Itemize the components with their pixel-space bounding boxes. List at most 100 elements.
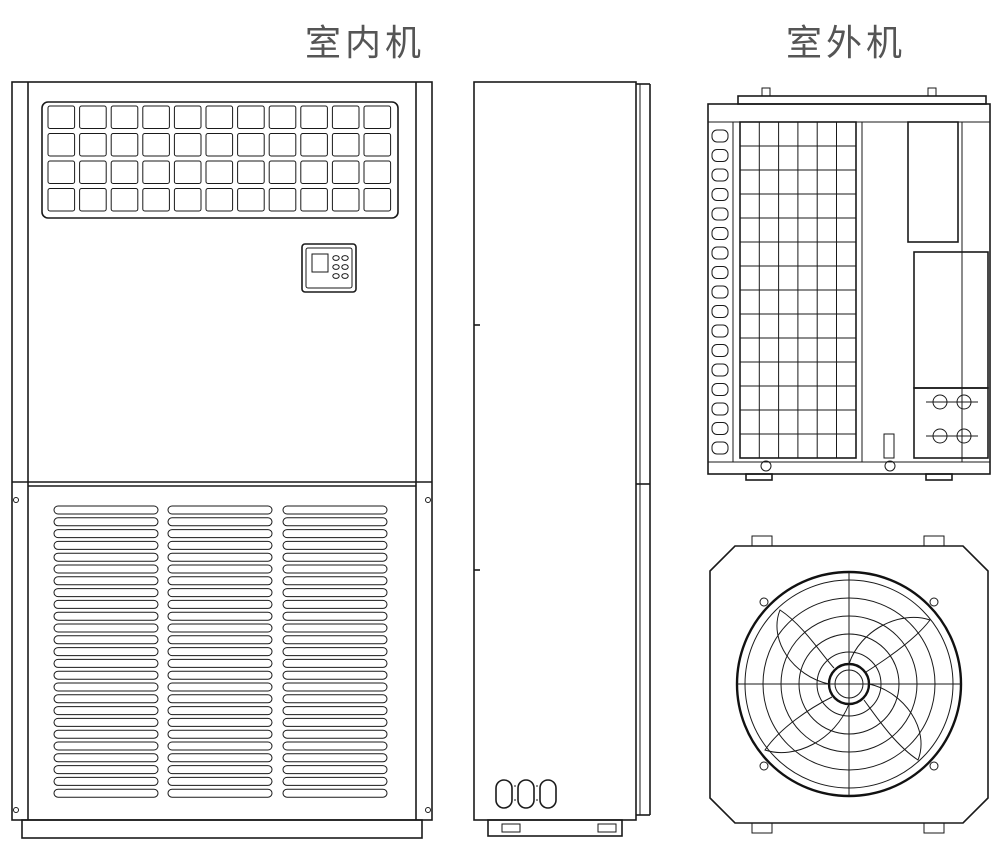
louver-slot [53,517,159,527]
fin-slot [711,383,729,396]
louver-slot [53,529,159,539]
grille-cell [300,133,328,157]
grille-cell [363,133,392,157]
louver-slot [53,623,159,633]
louver-slot [53,658,159,668]
fin-slot [711,363,729,377]
louver-slot [167,552,273,562]
fin-slot [711,344,729,357]
fin-slot [711,285,729,299]
louver-slot [53,788,159,798]
grille-cell [237,188,265,212]
control-panel [301,243,357,293]
louver-slot [167,729,273,739]
louver-slot [282,694,388,704]
louver-slot [167,694,273,704]
louver-slot [167,717,273,727]
louver-slot [53,599,159,609]
grille-cell [205,188,234,212]
louver-slot [53,729,159,739]
grille-cell [237,160,265,184]
louver-slot [167,647,273,657]
grille-cell [331,188,360,212]
indoor-air-inlet-louvers [53,505,388,798]
louver-slot [53,564,159,574]
grille-cell [300,188,328,212]
louver-slot [53,588,159,598]
louver-slot [167,635,273,645]
grille-cell [47,188,76,212]
louver-slot [167,753,273,763]
grille-cell [363,105,392,129]
grille-cell [47,105,76,129]
grille-cell [173,105,202,129]
grille-cell [268,160,297,184]
fin-slot [711,129,729,143]
louver-slot [282,529,388,539]
fin-slot [711,246,729,260]
fin-slot [711,227,729,240]
grille-cell [363,160,392,184]
louver-slot [167,682,273,692]
louver-slot [282,552,388,562]
louver-slot [167,505,273,515]
louver-slot [282,611,388,621]
grille-cell [237,133,265,157]
louver-slot [282,505,388,515]
louver-slot [167,611,273,621]
louver-slot [282,540,388,550]
louver-slot [167,623,273,633]
louver-slot [167,706,273,716]
fin-slot [711,149,729,162]
louver-slot [282,658,388,668]
louver-slot [282,765,388,775]
louver-slot [167,776,273,786]
outdoor-unit-front-view [707,87,991,481]
grille-cell [268,133,297,157]
louver-slot [282,670,388,680]
louver-slot [53,635,159,645]
louver-slot [167,564,273,574]
grille-cell [79,188,107,212]
louver-slot [282,647,388,657]
louver-slot [282,788,388,798]
fin-slot [711,422,729,435]
fin-slot [711,402,729,416]
grille-cell [79,133,107,157]
louver-slot [53,505,159,515]
louver-slot [167,529,273,539]
grille-cell [268,188,297,212]
louver-slot [167,658,273,668]
panel-button [341,273,349,279]
louver-slot [53,611,159,621]
grille-cell [142,133,170,157]
panel-button [332,273,340,279]
outdoor-unit-fan-view [709,535,989,834]
grille-cell [142,105,170,129]
fan-guard [735,570,963,798]
louver-slot [167,588,273,598]
louver-slot [53,765,159,775]
louver-slot [282,564,388,574]
fin-slot [711,188,729,201]
service-valves [913,251,989,459]
louver-slot [167,765,273,775]
grille-cell [110,160,139,184]
grille-cell [173,133,202,157]
panel-button [332,255,340,261]
grille-cell [47,133,76,157]
louver-slot [167,576,273,586]
panel-button [332,264,340,270]
louver-slot [53,647,159,657]
grille-cell [110,105,139,129]
louver-slot [282,729,388,739]
louver-slot [53,741,159,751]
louver-slot [282,517,388,527]
louver-slot [282,682,388,692]
louver-slot [282,706,388,716]
panel-button [341,264,349,270]
outdoor-unit-label: 室外机 [786,23,907,64]
indoor-unit-label: 室内机 [305,23,426,64]
grille-cell [110,188,139,212]
grille-cell [331,160,360,184]
